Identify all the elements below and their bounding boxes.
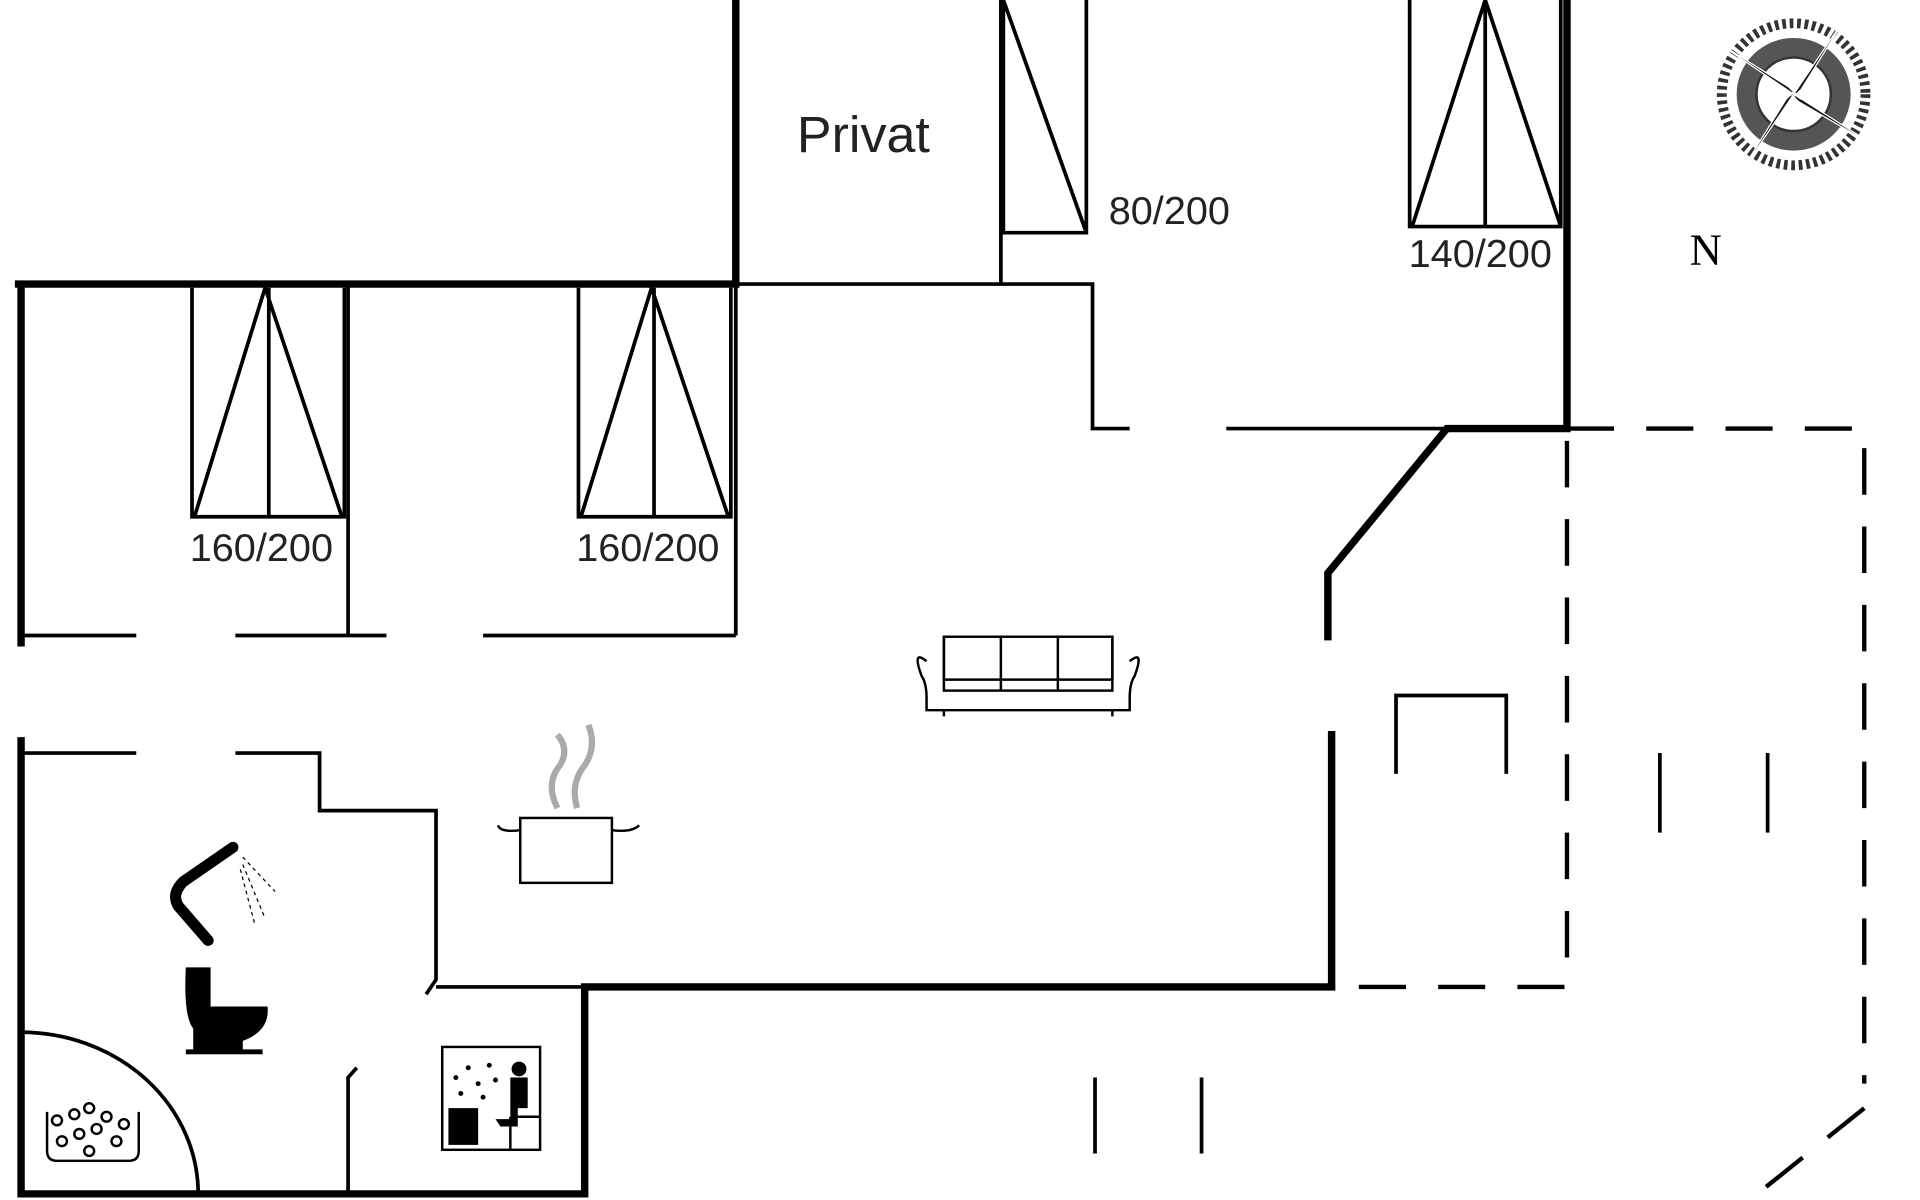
spa-bath-icon xyxy=(45,1102,140,1163)
compass-rose-icon xyxy=(1706,5,1887,183)
room-label-privat: Privat xyxy=(797,105,930,163)
shower-icon xyxy=(170,841,276,946)
bed-size-label: 140/200 xyxy=(1409,232,1552,276)
cooking-pot-icon xyxy=(496,723,641,885)
north-label: N xyxy=(1690,225,1722,275)
bed-size-label: 80/200 xyxy=(1109,189,1230,233)
sauna-icon xyxy=(440,1045,542,1152)
bed-size-label: 160/200 xyxy=(576,526,719,570)
terrace-outline xyxy=(1093,426,1867,1200)
sofa-icon xyxy=(916,635,1140,717)
bed-160-200-left: 160/200 xyxy=(190,281,347,570)
bed-160-200-right: 160/200 xyxy=(576,281,733,570)
walls xyxy=(14,0,1571,1198)
toilet-icon xyxy=(185,967,268,1055)
bed-80-200: 80/200 xyxy=(1001,0,1230,235)
bed-140-200: 140/200 xyxy=(1407,0,1563,276)
bed-size-label: 160/200 xyxy=(190,526,333,570)
